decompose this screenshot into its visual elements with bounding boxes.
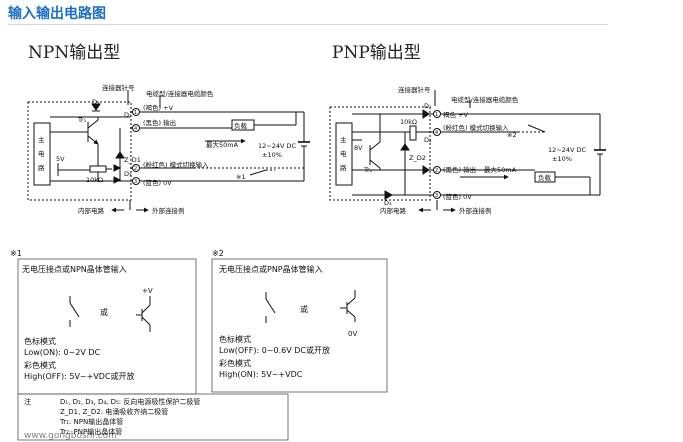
pnp-tr2-label: Tr₂ — [363, 166, 373, 174]
note2-or: 或 — [300, 304, 308, 314]
note2-box — [211, 258, 388, 393]
note2-mode2-title: 彩色模式 — [219, 358, 251, 368]
note1-mark: ※1 — [10, 249, 22, 258]
pnp-main-1: 主 — [340, 135, 347, 144]
pnp-8v-label: 8V — [354, 144, 363, 152]
pnp-zd2-label: Z_D2 — [409, 154, 426, 162]
pnp-heading: PNP输出型 — [332, 43, 421, 63]
pnp-pin1: 1 — [435, 112, 438, 118]
note2-zero-v: 0V — [348, 330, 357, 338]
pnp-max-label: 最大50mA — [484, 165, 517, 174]
pnp-internal-label: 内部电路 — [380, 206, 407, 215]
pnp-pink-label: (粉红色) 模式切换输入 — [443, 123, 509, 132]
note2-switch-graphic — [265, 290, 356, 323]
note2-mark: ※2 — [212, 249, 224, 258]
title-divider — [8, 24, 608, 25]
pnp-load-label: 负载 — [538, 173, 552, 182]
note1-switch-graphic — [69, 296, 151, 332]
pnp-pin3: 3 — [435, 193, 438, 199]
npn-main-1: 主 — [38, 135, 45, 144]
npn-d3-label: D₃ — [124, 170, 132, 178]
npn-pin2: 2 — [134, 166, 137, 172]
note1-plus-v: +V — [142, 287, 153, 295]
npn-main-3: 路 — [38, 163, 45, 172]
note2-mode1-title: 色标模式 — [219, 334, 251, 344]
pnp-brown-label: 褐色 +V — [443, 110, 469, 119]
npn-main-2: 电 — [38, 149, 45, 158]
npn-internal-box — [27, 101, 132, 201]
pnp-blue-label: (蓝色) 0V — [443, 192, 472, 201]
pnp-tol-label: ±10% — [552, 155, 572, 163]
npn-black-label: (黑色) 输出 — [143, 118, 176, 127]
pnp-note2-ref: ※2 — [507, 131, 517, 139]
pnp-d1-label: D₁ — [424, 102, 432, 110]
npn-connector-pin-label: 连接器针号 — [102, 83, 135, 92]
note2-mode2-line: High(ON): 5V~+VDC — [219, 370, 303, 379]
note1-mode1-title: 色标模式 — [24, 336, 56, 346]
note1-heading: 无电压接点或NPN晶体管输入 — [22, 264, 127, 274]
watermark-text: www.gongboshi.com — [24, 431, 117, 441]
npn-blue-label: (蓝色) 0V — [143, 178, 172, 187]
npn-pin3: 3 — [134, 179, 137, 185]
legend-line3: Tr₁: NPN输出晶体管 — [59, 417, 123, 426]
legend-line4: Tr₂: PNP输出晶体管 — [59, 427, 122, 436]
pnp-d2-label: D₂ — [424, 136, 432, 144]
legend-marker: 注 — [24, 397, 31, 406]
legend-line2: Z_D1, Z_D2: 电涌吸收齐纳二极管 — [60, 407, 168, 416]
pnp-main-3: 路 — [340, 163, 347, 172]
note2-heading: 无电压接点或PNP晶体管输入 — [219, 264, 323, 274]
pnp-main-2: 电 — [340, 149, 347, 158]
legend-box — [17, 393, 289, 441]
legend-line1: D₁, D₂, D₃, D₄, D₅: 反向电源极性保护二极管 — [60, 397, 200, 406]
note1-mode2-line: High(OFF): 5V~+VDC或开放 — [24, 371, 135, 381]
pnp-voltage-label: 12~24V DC — [548, 146, 587, 154]
npn-note1-ref: ※1 — [236, 173, 246, 181]
npn-max-label: 最大50mA — [206, 140, 239, 149]
npn-tr1-label: Tr₁ — [77, 116, 87, 124]
pnp-pin2: 2 — [435, 168, 438, 174]
npn-external-label: 外部连接例 — [152, 206, 185, 215]
pnp-pin4: 4 — [435, 130, 438, 136]
pnp-d3-label: D₃ — [384, 199, 392, 207]
npn-circuit — [27, 90, 310, 213]
note1-or: 或 — [100, 307, 108, 317]
npn-main-block — [33, 122, 51, 186]
npn-pin1: 1 — [134, 110, 137, 116]
note1-mode1-line: Low(ON): 0~2V DC — [24, 348, 101, 357]
npn-load-label: 负载 — [234, 121, 248, 130]
npn-tol-label: ±10% — [262, 151, 282, 159]
pnp-10k-label: 10kΩ — [400, 118, 417, 126]
pnp-connector-pin-label: 连接器针号 — [398, 85, 431, 94]
npn-d2-label: D₂ — [124, 111, 132, 119]
npn-heading: NPN输出型 — [28, 43, 121, 63]
npn-pin4: 4 — [134, 126, 137, 132]
npn-10k-label: 10kΩ — [86, 176, 103, 184]
npn-voltage-label: 12~24V DC — [258, 142, 297, 150]
pnp-circuit — [329, 90, 606, 213]
pnp-external-label: 外部连接例 — [459, 206, 492, 215]
npn-pink-label: (粉红色) 模式切换输入 — [143, 160, 209, 169]
npn-zd1-label: Z_D1 — [124, 156, 141, 164]
note1-mode2-title: 彩色模式 — [24, 360, 56, 370]
page-title: 输入输出电路图 — [8, 6, 106, 22]
npn-d1-label: D₁ — [92, 98, 100, 106]
npn-5v-label: 5V — [56, 155, 65, 163]
npn-brown-label: (褐色) +V — [143, 103, 174, 112]
pnp-cable-color-label: 电缆型/连接器电缆颜色 — [451, 95, 519, 104]
npn-cable-color-label: 电缆型/连接器电缆颜色 — [146, 89, 214, 98]
note2-mode1-line: Low(OFF): 0~0.6V DC或开放 — [219, 345, 330, 355]
pnp-black-label: (黑色) 输出 — [443, 165, 476, 174]
npn-internal-label: 内部电路 — [78, 206, 105, 215]
